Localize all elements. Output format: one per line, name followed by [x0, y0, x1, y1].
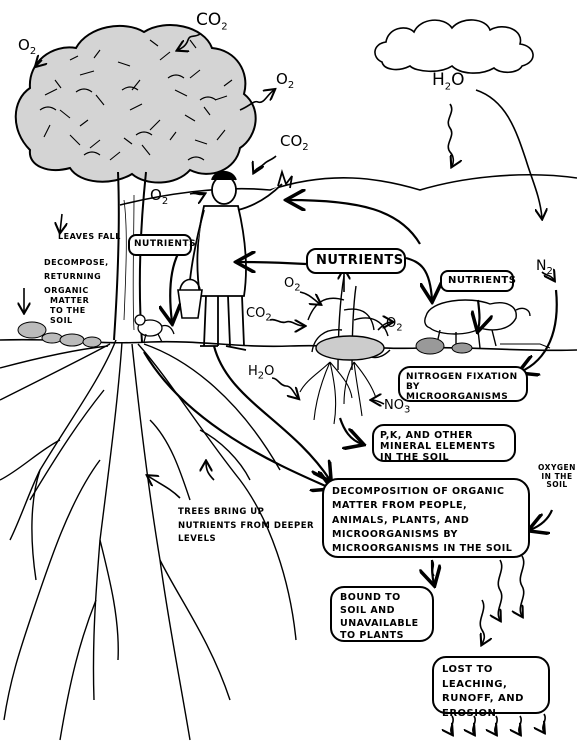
nutrients-box-left: NUTRIENTS — [128, 234, 196, 256]
co2-label-top: CO2 — [196, 10, 228, 33]
leaves-fall-label: Leaves fall — [58, 232, 121, 241]
tree-roots — [0, 339, 297, 741]
hill-horizon — [119, 174, 577, 206]
decompose-label: Decompose, — [44, 258, 109, 267]
tree-canopy — [14, 24, 257, 184]
returning-label: returning — [44, 272, 102, 281]
fallen-leaves — [17, 321, 102, 348]
person — [189, 168, 293, 351]
co2-label-plants: CO2 — [246, 306, 272, 324]
o2-label-plants: O2 — [284, 276, 301, 294]
lost-to-leaching-box: LOST TO LEACHING, RUNOFF, AND EROSION — [432, 656, 550, 719]
bound-to-soil-box: BOUND TO SOIL AND UNAVAILABLE TO PLANTS — [330, 586, 434, 642]
small-animal — [134, 314, 175, 343]
h2o-label-cloud: H2O — [432, 70, 465, 93]
o2-label-plants-right: O2 — [386, 316, 403, 334]
o2-label-tree-right: O2 — [276, 70, 295, 91]
co2-label-person: CO2 — [280, 132, 309, 153]
nutrients-box-center: NUTRIENTS — [306, 248, 406, 274]
trees-bring-up-label: TREES BRING UP NUTRIENTS FROM DEEPER LEV… — [178, 507, 315, 545]
nitrogen-fixation-box: NITROGEN FIXATION BY MICROORGANISMS — [398, 366, 528, 402]
decomposition-box: DECOMPOSITION OF ORGANIC MATTER FROM PEO… — [322, 478, 530, 558]
n2-label: N2 — [536, 258, 553, 277]
to-the-label: to the — [50, 306, 86, 315]
plant-roots — [299, 361, 377, 425]
organic-label: organic — [44, 286, 89, 295]
nutrients-box-right: NUTRIENTS — [440, 270, 516, 292]
pk-minerals-box: P,K, AND OTHER MINERAL ELEMENTS IN THE S… — [372, 424, 516, 463]
oxygen-in-soil-label: OXYGEN IN THE SOIL — [538, 463, 576, 490]
crop-plants — [307, 275, 391, 371]
o2-label-person-left: O2 — [150, 186, 169, 207]
soil-label: soil — [50, 316, 73, 325]
no3-label: NO3 — [384, 398, 411, 416]
cloud — [374, 19, 534, 74]
matter-label: matter — [50, 296, 90, 305]
decaying-matter — [415, 337, 551, 355]
bucket — [177, 278, 203, 319]
h2o-label-roots: H2O — [248, 364, 275, 382]
small-arrows — [24, 33, 554, 734]
o2-label-topleft: O2 — [18, 36, 37, 57]
